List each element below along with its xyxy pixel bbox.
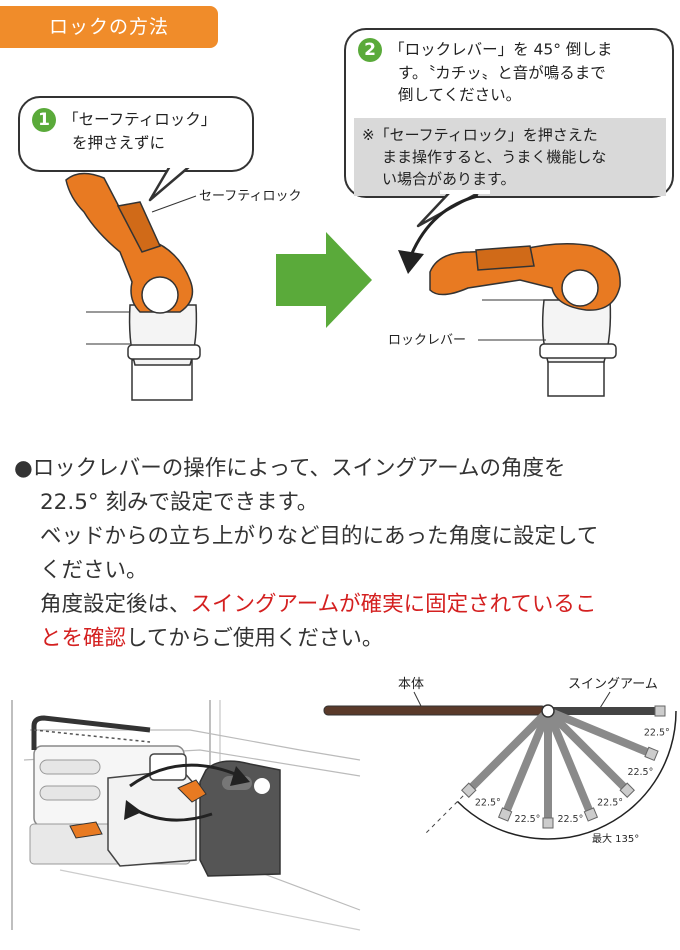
step-angle-label: 22.5°	[557, 814, 583, 825]
rotate-arrow-icon	[398, 250, 424, 274]
step2-text-line2: す。〝カチッ〟と音が鳴るまで	[398, 64, 606, 82]
max-angle-arc	[456, 710, 677, 840]
desc-line2: 22.5° 刻みで設定できます。	[40, 490, 319, 515]
swing-arm-tip	[619, 782, 635, 798]
step-angle-label: 22.5°	[515, 814, 541, 825]
right-device	[429, 243, 621, 397]
lock-illustration: セーフティロック ロックレバー	[65, 164, 621, 401]
swing-arms	[423, 705, 666, 836]
step-angle-label: 22.5°	[644, 727, 670, 738]
swing-arm-position	[464, 707, 552, 795]
step2-note-line3: い場合があります。	[382, 170, 516, 188]
desc-line5-normal: 角度設定後は、	[40, 592, 191, 617]
swing-arm-position	[544, 707, 595, 819]
desc-line4: ください。	[40, 558, 148, 583]
body-label: 本体	[398, 677, 424, 692]
step2-note-line1: ※「セーフティロック」を押さえた	[362, 126, 598, 144]
body-bar	[323, 705, 547, 716]
angle-labels: 22.5° 22.5° 22.5° 22.5° 22.5° 22.5°	[475, 727, 670, 824]
desc-line1: ロックレバーの操作によって、スイングアームの角度を	[32, 456, 566, 481]
step-angle-label: 22.5°	[597, 797, 623, 808]
swing-arm-position	[501, 707, 552, 819]
step2-text-line3: 倒してください。	[398, 86, 522, 104]
swing-arm-tip	[654, 705, 666, 717]
step2-number: 2	[358, 38, 382, 62]
step2-bubble: 2 「ロックレバー」を 45° 倒しま す。〝カチッ〟と音が鳴るまで 倒してくだ…	[344, 28, 674, 198]
step1-bubble: 1 「セーフティロック」 を押さえずに	[18, 96, 254, 172]
desc-line6-normal: してからご使用ください。	[126, 626, 384, 651]
step-angle-label: 22.5°	[475, 797, 501, 808]
step1-text-line2: を押さえずに	[72, 134, 166, 152]
step1-bubble-tail	[148, 164, 192, 202]
left-device	[65, 172, 201, 401]
swing-arm-tip	[644, 746, 659, 762]
green-arrow-icon	[276, 232, 372, 328]
swing-arm-position	[544, 707, 656, 758]
bullet-icon: ●	[14, 456, 33, 481]
swing-arm-tip	[542, 817, 554, 829]
step1-text-line1: 「セーフティロック」	[63, 110, 217, 129]
pivot-icon	[541, 704, 555, 718]
description-paragraph: ●ロックレバーの操作によって、スイングアームの角度を 22.5° 刻みで設定でき…	[14, 452, 674, 656]
swing-arrow-icon	[124, 800, 142, 820]
arm-label: スイングアーム	[568, 677, 658, 692]
desc-line3: ベッドからの立ち上がりなど目的にあった角度に設定して	[40, 524, 599, 549]
step-angle-label: 22.5°	[627, 767, 653, 778]
safety-lock-label: セーフティロック	[199, 189, 301, 204]
step2-text-line1: 「ロックレバー」を 45° 倒しま	[389, 40, 613, 59]
desc-line5-red: スイングアームが確実に固定されているこ	[190, 592, 597, 617]
swing-arm-tip	[497, 807, 513, 822]
angle-diagram: 本体 スイングアーム 22.5°22.5°22.5°22.5°22.5°22.5…	[323, 677, 677, 845]
step2-note-line2: まま操作すると、うまく機能しな	[382, 148, 607, 166]
desc-line6-red: とを確認	[40, 626, 127, 651]
swing-arm-position	[544, 707, 632, 795]
max-angle-guide	[423, 710, 549, 836]
section-title: ロックの方法	[0, 6, 218, 48]
step1-number: 1	[32, 108, 56, 132]
bed-rail-illustration	[11, 700, 361, 931]
swing-arm-tip	[461, 782, 477, 798]
step2-note: ※「セーフティロック」を押さえた まま操作すると、うまく機能しな い場合がありま…	[354, 118, 666, 196]
max-angle-label: 最大 135°	[592, 832, 639, 845]
swing-arm-tip	[583, 807, 599, 822]
lock-lever-label: ロックレバー	[388, 333, 466, 348]
